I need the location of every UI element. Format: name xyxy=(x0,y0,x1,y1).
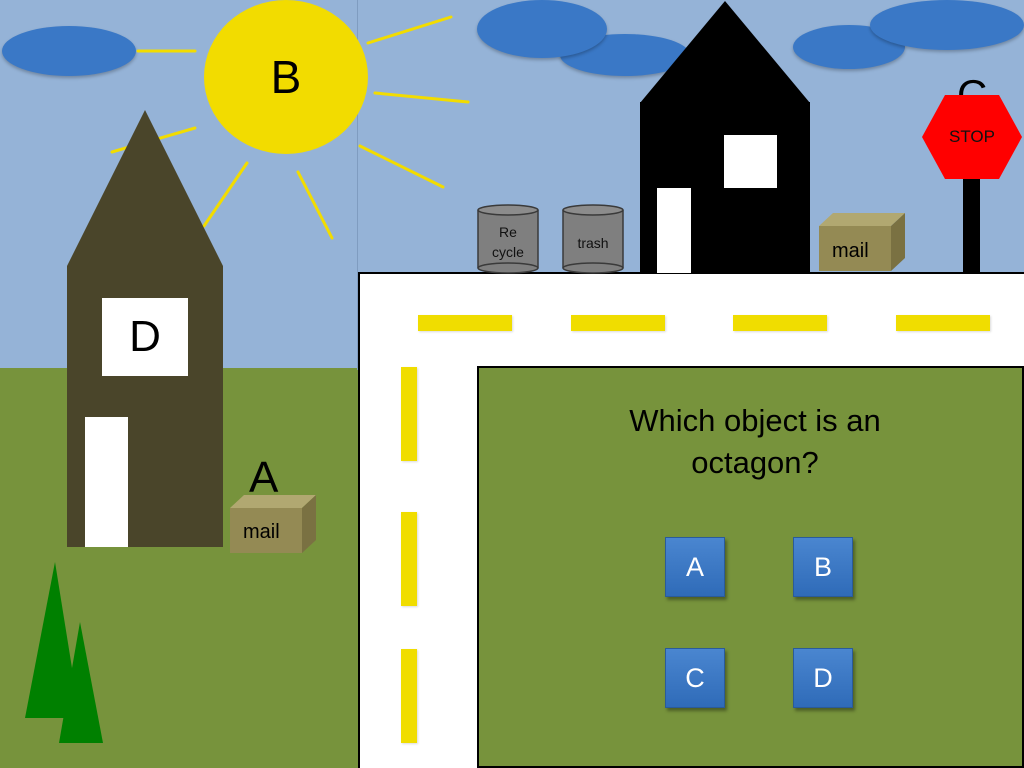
mailbox-right[interactable] xyxy=(818,212,908,274)
dark-house[interactable]: D xyxy=(67,266,223,547)
mailbox-left-label: mail xyxy=(243,521,280,543)
background-seam xyxy=(357,0,358,370)
cloud xyxy=(870,0,1024,50)
answer-button-b[interactable]: B xyxy=(793,537,853,597)
stop-sign-pole xyxy=(963,172,980,273)
black-house[interactable] xyxy=(640,102,810,273)
trash-bin-label: trash xyxy=(577,235,609,251)
recycle-label-line1: Re xyxy=(499,224,517,240)
black-house-door xyxy=(657,188,691,273)
road-dash xyxy=(401,512,417,606)
quiz-panel xyxy=(477,366,1024,768)
mailbox-left[interactable] xyxy=(229,494,319,556)
trash-bin[interactable] xyxy=(561,203,625,275)
sun-letter: B xyxy=(270,51,302,103)
trees xyxy=(25,562,103,743)
sun-rays xyxy=(110,15,470,240)
road-dash xyxy=(401,649,417,743)
stop-sign[interactable] xyxy=(921,94,1023,180)
cloud xyxy=(2,26,136,76)
answer-button-d[interactable]: D xyxy=(793,648,853,708)
black-house-window xyxy=(724,135,777,188)
road-dash xyxy=(418,315,512,331)
sun[interactable]: B xyxy=(204,0,368,154)
answer-button-c[interactable]: C xyxy=(665,648,725,708)
recycle-bin-label: Re cycle xyxy=(478,222,538,262)
answer-button-a[interactable]: A xyxy=(665,537,725,597)
recycle-label-line2: cycle xyxy=(492,244,524,260)
house-letter: D xyxy=(129,312,161,361)
dark-house-window: D xyxy=(102,298,188,376)
black-house-roof xyxy=(640,1,810,103)
road-dash xyxy=(896,315,990,331)
road-dash xyxy=(401,367,417,461)
recycle-bin[interactable] xyxy=(476,203,540,275)
cloud xyxy=(477,0,607,58)
mailbox-letter: A xyxy=(249,453,279,502)
question-line-1: Which object is an xyxy=(629,403,881,438)
road-dash xyxy=(733,315,827,331)
question-line-2: octagon? xyxy=(691,445,819,480)
road-dash xyxy=(571,315,665,331)
mailbox-right-label: mail xyxy=(832,240,869,262)
question-text: Which object is an octagon? xyxy=(590,400,920,484)
dark-house-roof xyxy=(67,110,223,266)
stop-sign-label: STOP xyxy=(949,127,995,146)
dark-house-door xyxy=(85,417,128,547)
